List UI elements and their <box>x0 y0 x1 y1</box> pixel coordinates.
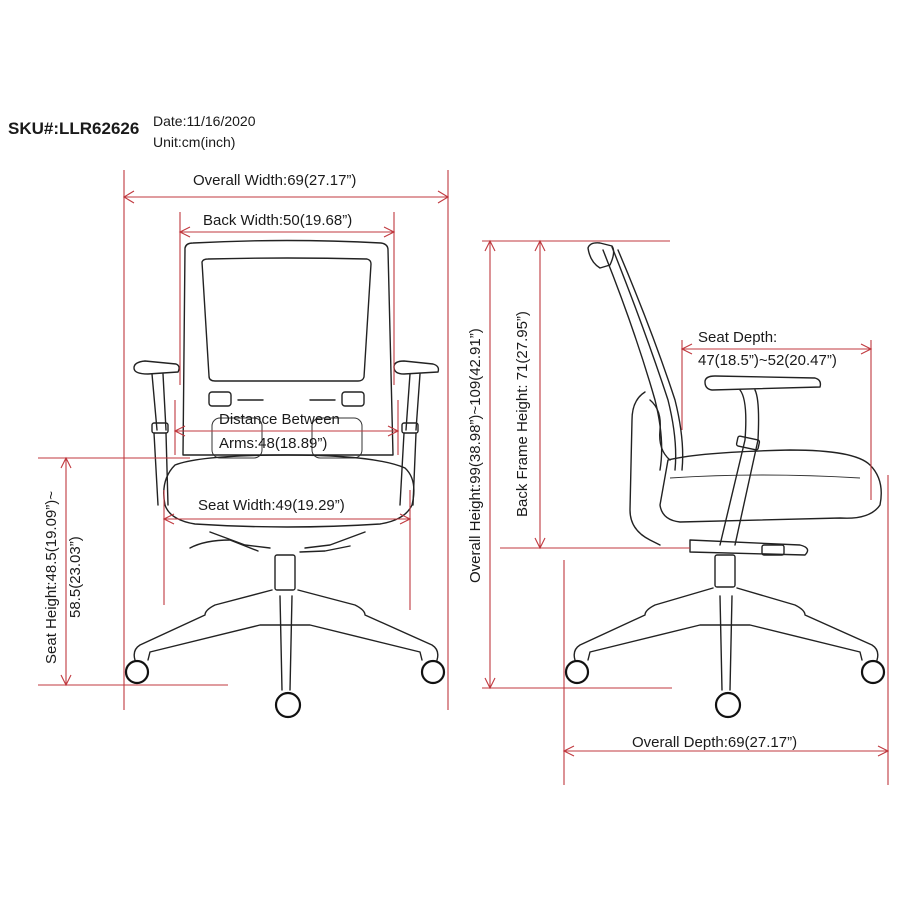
distance-between-arms-line2: Arms:48(18.89”) <box>219 435 328 452</box>
seat-width-label: Seat Width:49(19.29”) <box>198 497 345 514</box>
dimension-lines <box>38 170 890 785</box>
seat-height-line2: 58.5(23.03”) <box>67 536 84 618</box>
back-width-label: Back Width:50(19.68”) <box>203 212 353 229</box>
seat-depth-line1: Seat Depth: <box>698 329 778 346</box>
sku-label: SKU#:LLR62626 <box>8 119 140 138</box>
seat-depth-line2: 47(18.5”)~52(20.47”) <box>698 352 837 369</box>
overall-height-label: Overall Height:99(38.98”)~109(42.91”) <box>467 328 484 583</box>
unit-label: Unit:cm(inch) <box>153 134 236 150</box>
distance-between-arms-line1: Distance Between <box>219 411 340 428</box>
back-frame-height-label: Back Frame Height: 71(27.95”) <box>514 311 531 517</box>
side-view-chair <box>564 242 886 719</box>
overall-depth-label: Overall Depth:69(27.17”) <box>632 734 798 751</box>
date-label: Date:11/16/2020 <box>153 113 256 129</box>
overall-width-label: Overall Width:69(27.17”) <box>193 172 357 189</box>
seat-height-line1: Seat Height:48.5(19.09”)~ <box>43 490 60 664</box>
front-view-chair <box>124 239 446 719</box>
